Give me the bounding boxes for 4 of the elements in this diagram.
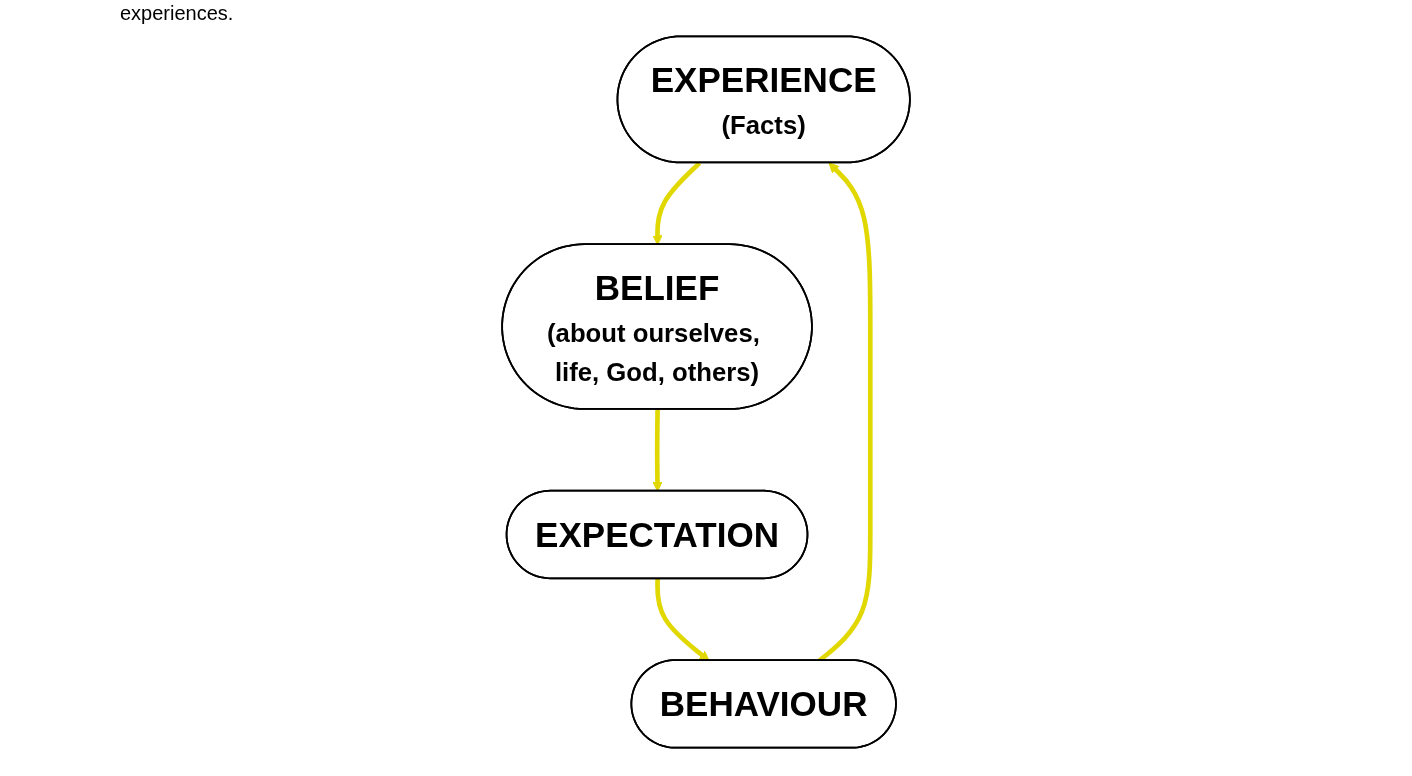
- arrow: [655, 578, 710, 662]
- arrow: [652, 409, 663, 492]
- arrow: [652, 161, 702, 246]
- note-text: experiences.: [120, 2, 235, 25]
